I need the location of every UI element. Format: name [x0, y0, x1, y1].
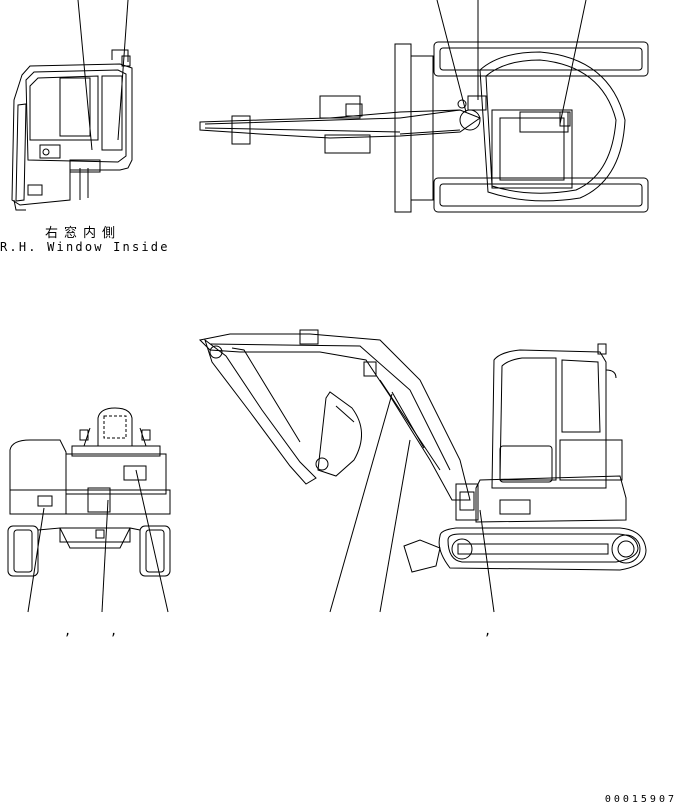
rear-view-leader-lines — [28, 470, 168, 612]
machine-top-view — [200, 42, 648, 212]
drawing-number: 00015907 — [604, 794, 677, 805]
separator-comma-3: , — [484, 624, 492, 638]
rh-window-caption-japanese: 右窓内側 — [44, 226, 121, 241]
cab-side-view — [12, 50, 132, 210]
machine-side-view — [200, 330, 646, 572]
separator-comma-2: , — [110, 624, 118, 638]
separator-comma-1: , — [64, 624, 72, 638]
rh-window-caption-english: R.H. Window Inside — [0, 240, 170, 254]
machine-rear-view — [8, 408, 170, 576]
side-view-leader-lines — [330, 394, 494, 612]
cab-leader-lines — [78, 0, 128, 150]
top-view-leader-lines — [437, 0, 586, 124]
